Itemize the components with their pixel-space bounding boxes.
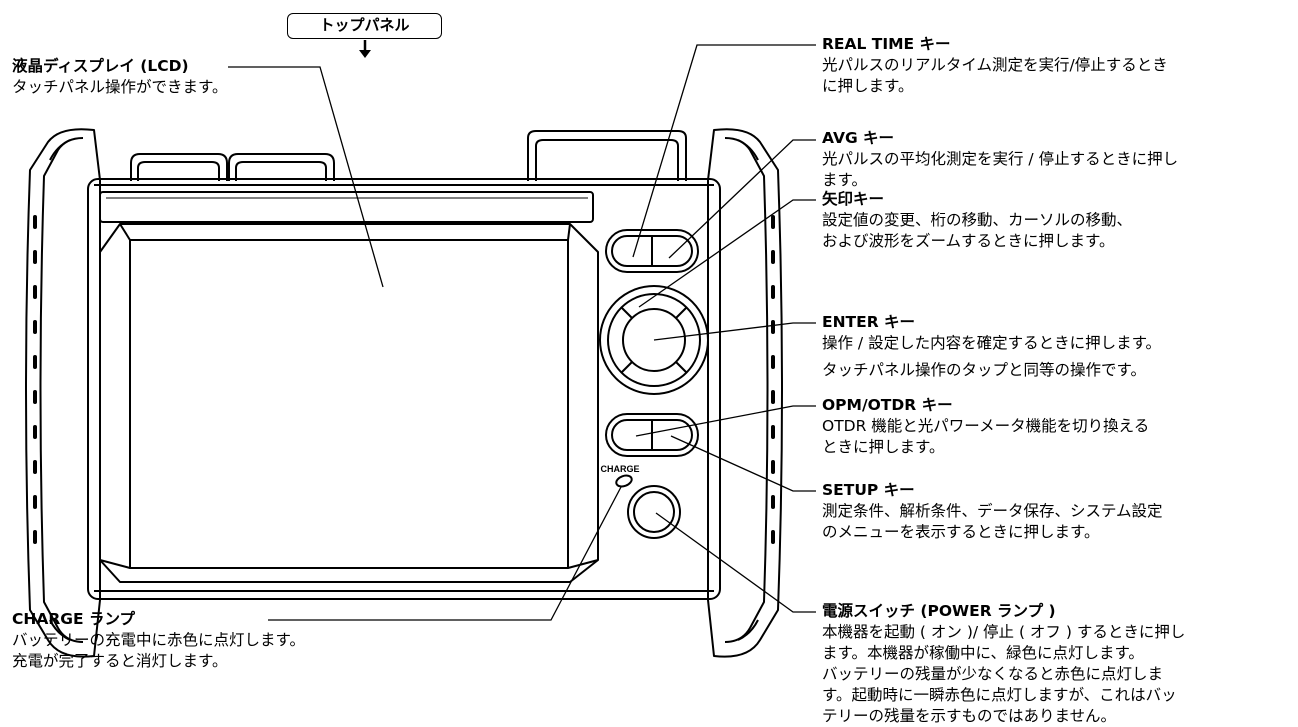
callout-power-title: 電源スイッチ (POWER ランプ ) <box>822 602 1056 620</box>
top-connector-mid <box>228 153 335 181</box>
callout-arrow-title: 矢印キー <box>822 190 885 208</box>
callout-avg-desc-2: ます。 <box>822 171 867 189</box>
power-button[interactable] <box>627 485 681 539</box>
callout-charge: CHARGE ランプ バッテリーの充電中に赤色に点灯します。 充電が完了すると消… <box>12 609 305 672</box>
callout-enter-desc-1: 操作 / 設定した内容を確定するときに押します。 <box>822 334 1162 352</box>
callout-lcd-desc-1: タッチパネル操作ができます。 <box>12 78 228 96</box>
leader-avg <box>668 139 816 259</box>
callout-power-desc-4: す。起動時に一瞬赤色に点灯しますが、これはバッ <box>822 686 1177 704</box>
callout-setup-desc-2: のメニューを表示するときに押します。 <box>822 523 1100 541</box>
leader-charge <box>268 486 622 621</box>
realtime-avg-keys[interactable] <box>605 229 699 273</box>
callout-power: 電源スイッチ (POWER ランプ ) 本機器を起動 ( オン )/ 停止 ( … <box>822 601 1185 727</box>
callout-charge-desc-2: 充電が完了すると消灯します。 <box>12 652 228 670</box>
callout-enter: ENTER キー 操作 / 設定した内容を確定するときに押します。 タッチパネル… <box>822 312 1161 381</box>
callout-arrow-desc-1: 設定値の変更、桁の移動、カーソルの移動、 <box>822 211 1133 229</box>
leader-arrow <box>638 199 816 308</box>
callout-realtime-desc-1: 光パルスのリアルタイム測定を実行/停止するとき <box>822 56 1168 74</box>
leader-power <box>655 512 816 613</box>
callout-setup: SETUP キー 測定条件、解析条件、データ保存、システム設定 のメニューを表示… <box>822 480 1163 543</box>
left-bumper-grip <box>33 215 37 544</box>
callout-avg-title: AVG キー <box>822 129 895 147</box>
callout-arrow: 矢印キー 設定値の変更、桁の移動、カーソルの移動、 および波形をズームするときに… <box>822 189 1132 252</box>
callout-enter-title: ENTER キー <box>822 313 916 331</box>
callout-lcd-title: 液晶ディスプレイ (LCD) <box>12 57 189 75</box>
callout-opm-desc-1: OTDR 機能と光パワーメータ機能を切り換える <box>822 417 1150 435</box>
callout-avg: AVG キー 光パルスの平均化測定を実行 / 停止するときに押し ます。 <box>822 128 1178 191</box>
callout-charge-title: CHARGE ランプ <box>12 610 136 628</box>
callout-setup-title: SETUP キー <box>822 481 915 499</box>
leader-opm <box>635 405 816 437</box>
callout-enter-desc-2: タッチパネル操作のタップと同等の操作です。 <box>822 361 1146 379</box>
callout-setup-desc-1: 測定条件、解析条件、データ保存、システム設定 <box>822 502 1163 520</box>
callout-opm-title: OPM/OTDR キー <box>822 396 953 414</box>
device-diagram: CHARGE <box>25 40 816 658</box>
right-bumper <box>707 128 783 658</box>
callout-power-desc-5: テリーの残量を示すものではありません。 <box>822 707 1117 725</box>
callout-opm: OPM/OTDR キー OTDR 機能と光パワーメータ機能を切り換える ときに押… <box>822 395 1149 458</box>
charge-lamp <box>615 474 633 488</box>
callout-power-desc-2: ます。本機器が稼働中に、緑色に点灯します。 <box>822 644 1144 662</box>
opm-setup-keys[interactable] <box>605 413 699 457</box>
callout-charge-desc-1: バッテリーの充電中に赤色に点灯します。 <box>12 631 305 649</box>
callout-power-desc-3: バッテリーの残量が少なくなると赤色に点灯しま <box>822 665 1164 683</box>
leader-enter <box>653 322 816 341</box>
callout-realtime: REAL TIME キー 光パルスのリアルタイム測定を実行/停止するとき に押し… <box>822 34 1168 97</box>
charge-mark-text: CHARGE <box>600 464 639 474</box>
top-connector-left <box>130 153 228 181</box>
callout-avg-desc-1: 光パルスの平均化測定を実行 / 停止するときに押し <box>822 150 1179 168</box>
lcd-screen[interactable] <box>99 223 599 583</box>
device-body <box>87 178 721 600</box>
callout-realtime-title: REAL TIME キー <box>822 35 951 53</box>
leader-realtime <box>632 44 816 258</box>
leader-setup <box>670 435 816 492</box>
callout-power-desc-1: 本機器を起動 ( オン )/ 停止 ( オフ ) するときに押し <box>822 623 1186 641</box>
top-connector-right <box>527 130 687 181</box>
callout-lcd: 液晶ディスプレイ (LCD) タッチパネル操作ができます。 <box>12 56 227 98</box>
top-panel-arrow <box>359 40 371 58</box>
callout-opm-desc-2: ときに押します。 <box>822 438 945 456</box>
left-bumper <box>25 128 101 658</box>
leader-lcd <box>228 66 384 288</box>
arrow-keys[interactable] <box>599 285 709 395</box>
enter-key[interactable] <box>622 308 686 372</box>
callout-arrow-desc-2: および波形をズームするときに押します。 <box>822 232 1115 250</box>
callout-realtime-desc-2: に押します。 <box>822 77 914 95</box>
top-panel-tag: トップパネル <box>287 13 442 39</box>
right-bumper-grip <box>771 215 775 544</box>
